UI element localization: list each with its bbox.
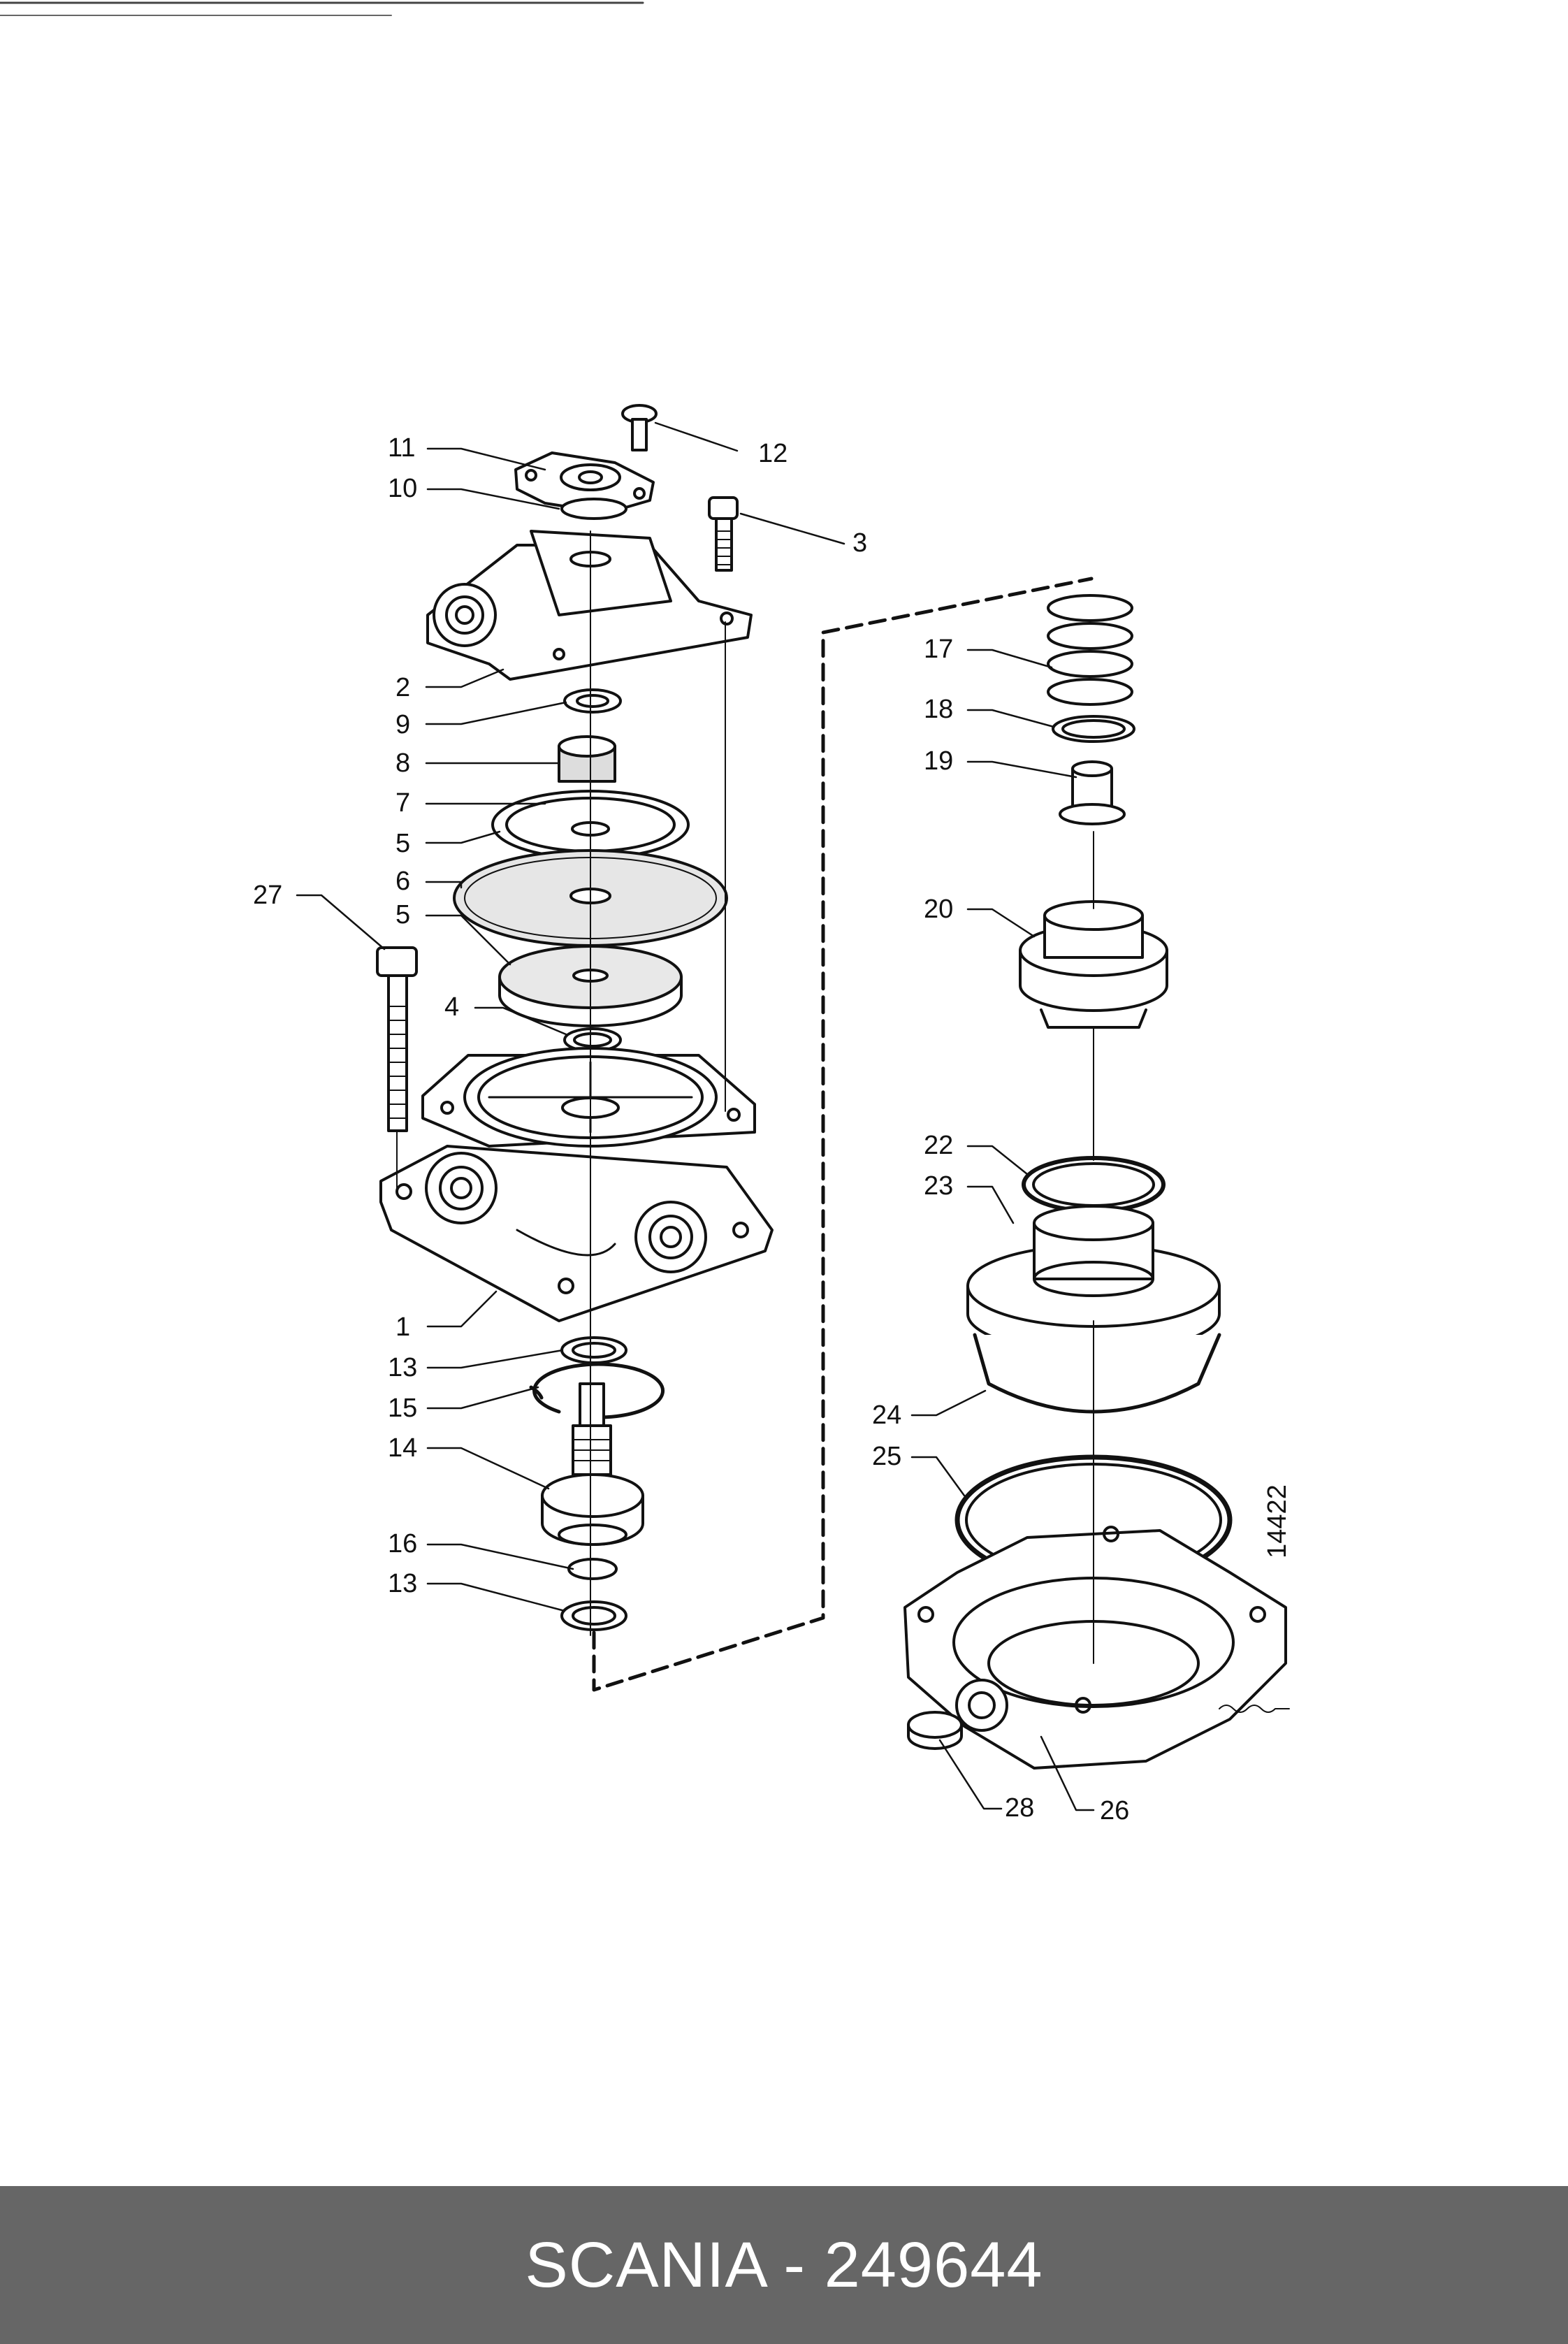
part-3-bolt [708,496,739,572]
callout-10: 10 [388,474,418,503]
callout-2: 2 [395,673,411,702]
part-9-ring [563,688,622,714]
callout-16: 16 [388,1529,418,1558]
part-1-main-housing [379,1047,774,1322]
part-13-seal-upper [560,1336,627,1364]
callout-19: 19 [924,746,954,776]
callout-24: 24 [872,1401,902,1430]
footer-bar: SCANIA - 249644 [0,2186,1568,2344]
callout-18: 18 [924,695,954,724]
callout-13-lower: 13 [388,1569,418,1598]
part-27-long-bolt [376,946,418,1132]
callout-4: 4 [444,992,460,1022]
part-10-gasket [560,498,627,520]
callout-27: 27 [253,881,283,910]
callout-25: 25 [872,1442,902,1471]
part-20-retainer [1019,900,1168,1029]
part-24-seal [973,1333,1221,1414]
callout-1: 1 [395,1312,411,1342]
part-12-screw [621,404,658,451]
footer-part-number: SCANIA - 249644 [525,2229,1043,2301]
callout-7: 7 [395,788,411,818]
part-19-sleeve [1059,760,1126,825]
part-17-spring [1047,594,1133,706]
part-15-circlip [529,1362,665,1419]
callout-23: 23 [924,1171,954,1201]
callout-9: 9 [395,710,411,739]
drawing-number: 14422 [1263,1484,1292,1558]
dashed-connector [592,577,1094,1692]
part-2-upper-cover [426,530,753,681]
callout-5-lower: 5 [395,900,411,929]
callout-22: 22 [924,1131,954,1160]
part-8-nut [558,735,616,783]
callout-3: 3 [852,528,868,558]
callout-28: 28 [1005,1793,1035,1823]
callout-8: 8 [395,748,411,778]
callout-17: 17 [924,635,954,664]
artist-signature-drawing [1219,1705,1290,1713]
callout-20: 20 [924,895,954,924]
part-22-ring [1022,1156,1166,1213]
callout-13-upper: 13 [388,1353,418,1382]
callout-15: 15 [388,1394,418,1423]
callout-14: 14 [388,1433,418,1463]
part-16-o-ring [567,1558,618,1580]
part-14-valve-piston [541,1382,644,1546]
part-23-piston [966,1205,1221,1354]
callout-11: 11 [388,433,416,463]
part-13-seal-lower [560,1600,627,1631]
part-11-cover-plate [514,451,655,514]
callout-12: 12 [758,439,788,468]
part-28-plug [907,1711,963,1750]
callout-6: 6 [395,867,411,896]
callout-26: 26 [1100,1796,1130,1825]
callout-5-upper: 5 [395,829,411,858]
